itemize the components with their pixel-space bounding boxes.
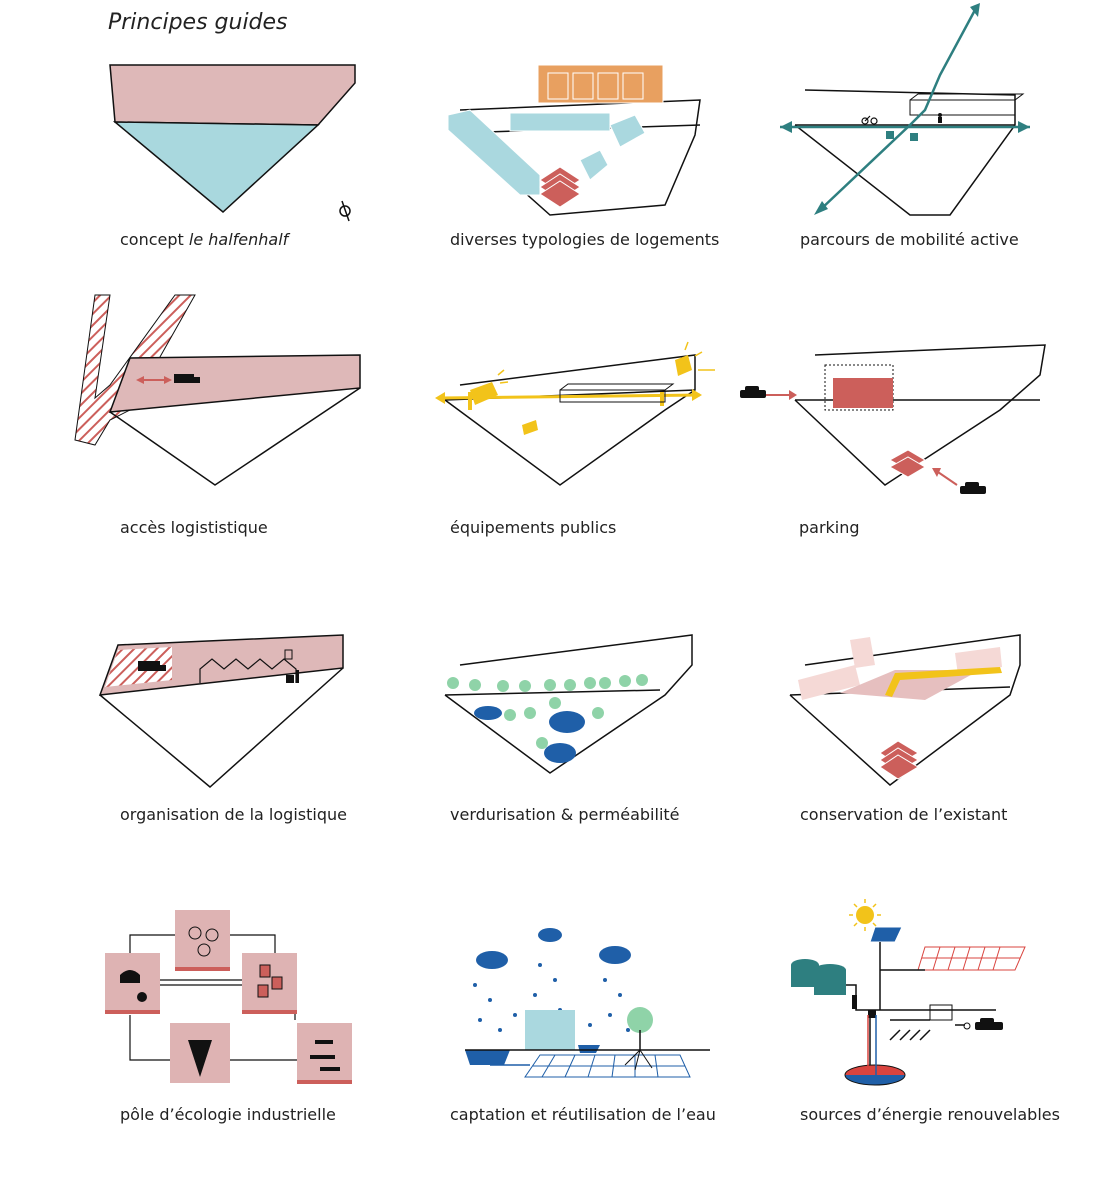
red-housing-block	[888, 449, 926, 478]
solar-field-grid	[917, 946, 1026, 971]
mobilite-diagram	[780, 3, 1030, 216]
energie-diagram	[791, 899, 1026, 1086]
caption-parking: parking	[799, 518, 860, 537]
caption-ecologie: pôle d’écologie industrielle	[120, 1105, 336, 1124]
organisation-diagram	[98, 634, 344, 788]
hangar-icon	[199, 658, 297, 683]
eau-diagram	[465, 928, 710, 1078]
zone-bottom-cyan	[112, 121, 320, 213]
recycling-icons	[120, 926, 340, 1077]
rain-cloud-icons	[476, 928, 631, 969]
forklift-icon	[286, 670, 299, 683]
sun-icon	[849, 899, 881, 931]
verdurisation-diagram	[444, 634, 693, 774]
page-title: Principes guides	[108, 10, 288, 35]
caption-organisation: organisation de la logistique	[120, 805, 347, 824]
panel-logistique-acces: accès logististique	[70, 290, 370, 550]
cyan-housing-blocks	[447, 109, 646, 196]
equipements-diagram	[435, 341, 715, 486]
caption-concept-prefix: concept	[120, 230, 189, 249]
car-icon	[740, 386, 766, 398]
zone-top-pink	[108, 354, 361, 413]
caption-concept-em: le halfenhalf	[188, 230, 289, 249]
caption-concept: concept le halfenhalf	[120, 230, 288, 249]
truck-icon	[174, 374, 200, 383]
water-ponds	[474, 706, 585, 763]
panel-parking: parking	[735, 290, 1046, 550]
panel-eau: captation et réutilisation de l’eau	[430, 905, 730, 1165]
panel-energie: sources d’énergie renouvelables	[780, 899, 1080, 1165]
caption-conservation: conservation de l’existant	[800, 805, 1008, 824]
panel-ecologie: pôle d’écologie industrielle	[100, 905, 400, 1165]
caption-energie: sources d’énergie renouvelables	[800, 1105, 1060, 1124]
north-arrow-icon	[339, 200, 351, 222]
caption-equipements: équipements publics	[450, 518, 617, 537]
caption-mobilite: parcours de mobilité active	[800, 230, 1019, 249]
panel-verdurisation: verdurisation & perméabilité	[430, 625, 730, 885]
route-diagonal	[819, 9, 977, 211]
water-tank	[465, 1050, 510, 1065]
panel-concept-halfenhalf: concept le halfenhalf	[100, 55, 400, 315]
building	[525, 1010, 575, 1050]
ecologie-diagram	[105, 910, 352, 1084]
caption-verdurisation: verdurisation & perméabilité	[450, 805, 680, 824]
greenhouse-icon	[909, 93, 1025, 116]
panel-organisation: organisation de la logistique	[98, 625, 400, 885]
panel-mobilite: parcours de mobilité active	[780, 3, 1080, 315]
bicycle-icon	[861, 115, 878, 125]
tree-icon	[627, 1007, 653, 1033]
red-housing-block	[879, 740, 919, 780]
geothermal-icon	[844, 1015, 906, 1086]
zone-top-pink	[109, 64, 356, 126]
solar-panel-icon	[869, 926, 903, 965]
node-bottom-right	[297, 1023, 352, 1083]
yellow-passage	[885, 667, 1002, 697]
truck-icon	[138, 661, 166, 671]
conserved-hall	[840, 670, 980, 700]
panel-equipements: équipements publics	[430, 290, 730, 550]
orange-housing-blocks	[537, 64, 664, 104]
caption-logements: diverses typologies de logements	[450, 230, 720, 249]
node-top	[175, 910, 230, 970]
charging-station	[929, 1004, 953, 1021]
pedestrian-icon	[938, 113, 942, 123]
node-right	[242, 953, 297, 1013]
logements-diagram	[447, 64, 701, 216]
caption-eau: captation et réutilisation de l’eau	[450, 1105, 716, 1124]
car-icon	[975, 1018, 1003, 1030]
parking-structure	[833, 378, 893, 408]
greenhouse-icon	[559, 383, 675, 403]
logistique-acces-diagram	[74, 294, 361, 486]
parking-diagram	[740, 344, 1046, 494]
tree-icons	[447, 674, 648, 749]
caption-logistique-acces: accès logististique	[120, 518, 268, 537]
red-housing-block	[539, 166, 581, 208]
rain-drops	[473, 963, 630, 1032]
biogas-tank-icon	[791, 959, 846, 995]
car-icon-2	[960, 482, 986, 494]
panel-conservation: conservation de l’existant	[780, 625, 1080, 885]
panel-logements: diverses typologies de logements	[430, 55, 730, 315]
conservation-diagram	[789, 634, 1021, 786]
permeable-grid	[524, 1054, 691, 1078]
public-building-icon	[470, 355, 692, 435]
halfenhalf-diagram	[109, 64, 356, 222]
